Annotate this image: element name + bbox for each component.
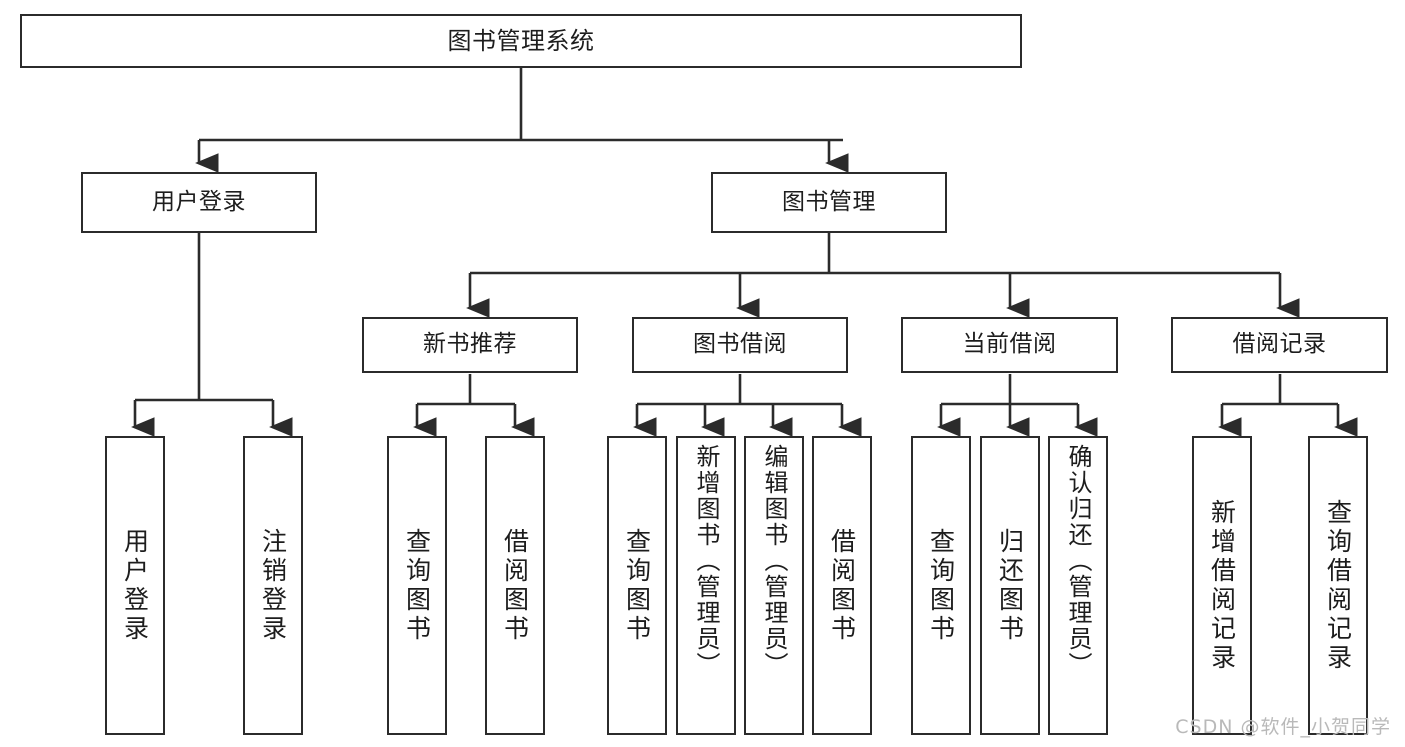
node-book-management[interactable]: 图书管理 (711, 172, 947, 233)
node-label: 确认归还（管理员） (1064, 444, 1092, 678)
node-borrow-record[interactable]: 借阅记录 (1171, 317, 1388, 373)
node-label: 注销登录 (258, 527, 288, 644)
node-label: 图书借阅 (693, 331, 787, 358)
leaf-edit-book-admin[interactable]: 编辑图书（管理员） (744, 436, 804, 735)
node-label: 查询图书 (402, 527, 432, 644)
node-label: 当前借阅 (962, 331, 1057, 358)
leaf-borrow-book-recommend[interactable]: 借阅图书 (485, 436, 545, 735)
node-label: 归还图书 (995, 527, 1025, 644)
leaf-add-borrow-record[interactable]: 新增借阅记录 (1192, 436, 1252, 735)
node-label: 图书管理 (782, 188, 876, 215)
node-label: 查询图书 (622, 527, 652, 644)
node-new-book-recommend[interactable]: 新书推荐 (362, 317, 578, 373)
node-label: 新增借阅记录 (1207, 498, 1237, 673)
node-label: 借阅图书 (500, 527, 530, 644)
leaf-search-book-current[interactable]: 查询图书 (911, 436, 971, 735)
watermark-csdn: CSDN @软件_小贺同学 (1175, 716, 1391, 738)
node-label: 借阅图书 (827, 527, 857, 644)
node-label: 新增图书（管理员） (692, 444, 720, 678)
node-current-borrow[interactable]: 当前借阅 (901, 317, 1118, 373)
node-label: 编辑图书（管理员） (760, 444, 788, 678)
node-book-borrow[interactable]: 图书借阅 (632, 317, 848, 373)
node-label: 借阅记录 (1232, 331, 1327, 358)
node-label: 图书管理系统 (447, 26, 595, 55)
node-label: 新书推荐 (423, 331, 517, 358)
leaf-confirm-return-admin[interactable]: 确认归还（管理员） (1048, 436, 1108, 735)
leaf-search-book-recommend[interactable]: 查询图书 (387, 436, 447, 735)
node-user-login[interactable]: 用户登录 (81, 172, 317, 233)
leaf-return-book[interactable]: 归还图书 (980, 436, 1040, 735)
leaf-user-login[interactable]: 用户登录 (105, 436, 165, 735)
node-label: 用户登录 (152, 188, 246, 215)
leaf-user-logout[interactable]: 注销登录 (243, 436, 303, 735)
node-label: 查询借阅记录 (1323, 498, 1353, 673)
node-label: 用户登录 (120, 527, 150, 644)
node-root-book-management-system[interactable]: 图书管理系统 (20, 14, 1022, 68)
leaf-add-book-admin[interactable]: 新增图书（管理员） (676, 436, 736, 735)
leaf-search-book-borrow[interactable]: 查询图书 (607, 436, 667, 735)
leaf-borrow-book[interactable]: 借阅图书 (812, 436, 872, 735)
leaf-search-borrow-record[interactable]: 查询借阅记录 (1308, 436, 1368, 735)
node-label: 查询图书 (926, 527, 956, 644)
